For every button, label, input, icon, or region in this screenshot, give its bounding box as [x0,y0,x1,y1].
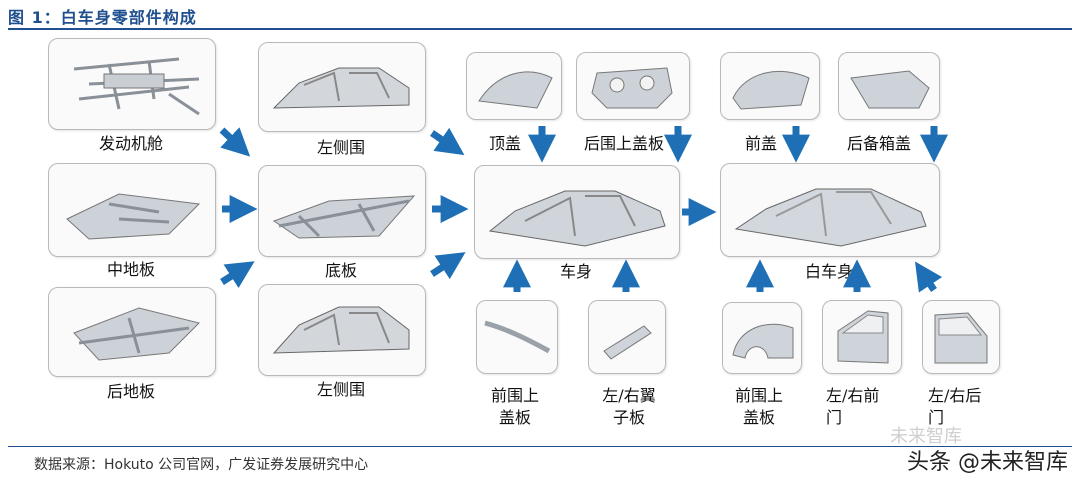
underbody-label: 底板 [324,261,357,280]
source-note: 数据来源：Hokuto 公司官网，广发证券发展研究中心 [34,457,369,473]
watermark: 头条 @未来智库 [907,450,1068,475]
arrow-leftside-bottom-to-body [430,252,466,280]
arrow-leftside-top-to-body [430,127,465,156]
engine-bay-label: 发动机舱 [98,134,163,153]
lr-front-door-label-2: 门 [826,408,843,427]
front-fender-label-2: 盖板 [742,408,775,427]
rear-floor-label: 后地板 [106,382,155,401]
engine-bay-image [48,38,216,130]
lr-rear-door-label-2: 门 [928,408,945,427]
rear-upper-panel-image [576,52,690,120]
underbody-image [258,165,426,257]
car-body-label: 车身 [559,262,592,281]
middle-floor-image [48,163,216,257]
front-upper-panel-label-1: 前围上 [490,386,539,405]
lr-front-door-label-1: 左/右前 [826,386,880,405]
front-upper-panel-image [476,300,558,374]
arrow-rearfloor-to-underbody [220,261,255,289]
rear-floor-image [48,287,216,377]
left-side-top-image [258,42,426,132]
lr-fender-image [588,300,666,374]
left-side-bottom-image [258,284,426,376]
lr-fender-label-2: 子板 [612,408,645,427]
front-fender-image [722,302,802,374]
left-side-top-label: 左侧围 [316,138,365,157]
figure-title: 图 1：白车身零部件构成 [8,8,197,27]
roof-image [466,52,562,120]
top-rule [8,28,1072,30]
trunk-lid-image [838,52,940,120]
biw-image [720,163,940,257]
biw-label: 白车身 [804,262,853,281]
arrow-engine-to-underbody [219,127,251,157]
watermark-faint: 未来智库 [890,426,962,447]
lr-rear-door-label-1: 左/右后 [928,386,982,405]
front-fender-label-1: 前围上 [734,386,783,405]
rear-upper-panel-label: 后围上盖板 [583,134,664,153]
bottom-rule [8,446,1072,447]
lr-rear-door-image [922,300,1000,374]
middle-floor-label: 中地板 [106,260,155,279]
roof-label: 顶盖 [488,134,521,153]
left-side-bottom-label: 左侧围 [316,380,365,399]
hood-label: 前盖 [744,134,777,153]
arrow-rear-door-up [915,261,943,293]
lr-front-door-image [822,300,902,374]
front-upper-panel-label-2: 盖板 [498,408,531,427]
car-body-image [474,165,680,259]
hood-image [720,52,820,120]
trunk-lid-label: 后备箱盖 [846,134,911,153]
lr-fender-label-1: 左/右翼 [602,386,656,405]
